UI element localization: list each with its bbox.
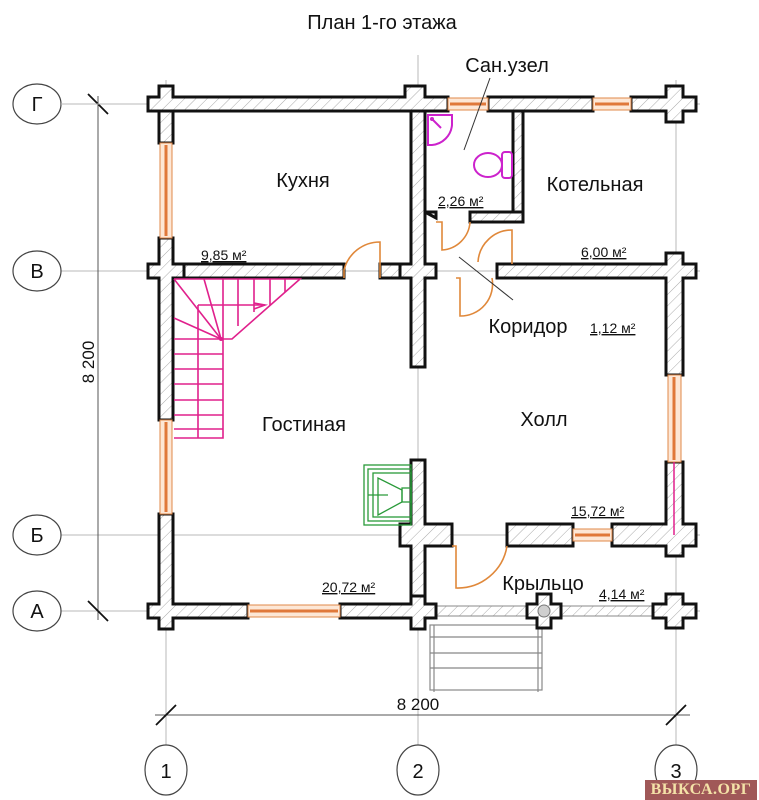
axis-bubble-1: 1 xyxy=(144,744,188,796)
room-area: 2,26 м² xyxy=(438,193,484,209)
room-corridor: Коридор 1,12 м² xyxy=(489,316,636,338)
room-name: Котельная xyxy=(547,174,644,196)
room-bathroom: Сан.узел 2,26 м² xyxy=(438,55,549,209)
windows xyxy=(159,97,682,618)
dimension-vertical: 8 200 xyxy=(79,93,109,622)
room-area: 4,14 м² xyxy=(599,586,645,602)
axis-bubble-2: 2 xyxy=(396,744,440,796)
room-hall: Холл 15,72 м² xyxy=(520,409,624,519)
axis-bubble-g: Г xyxy=(12,83,62,125)
dimension-tick xyxy=(87,600,109,622)
axis-bubble-a: А xyxy=(12,590,62,632)
room-area: 6,00 м² xyxy=(581,244,627,260)
porch-post xyxy=(537,604,551,618)
svg-text:3: 3 xyxy=(670,761,681,783)
svg-text:Б: Б xyxy=(30,525,43,547)
room-boiler: Котельная 6,00 м² xyxy=(547,174,644,260)
room-name: Холл xyxy=(520,409,567,431)
room-name: Гостиная xyxy=(262,414,346,436)
sink-icon xyxy=(427,114,453,146)
svg-text:В: В xyxy=(30,261,43,283)
room-porch: Крыльцо 4,14 м² xyxy=(502,573,645,602)
dimension-vertical-label: 8 200 xyxy=(79,341,98,384)
dimension-tick xyxy=(665,704,687,726)
room-name: Коридор xyxy=(489,316,568,338)
room-name: Крыльцо xyxy=(502,573,584,595)
room-living: Гостиная 20,72 м² xyxy=(262,414,376,595)
axis-bubble-b: Б xyxy=(12,514,62,556)
door-corridor xyxy=(456,277,494,317)
door-kitchen xyxy=(343,241,381,278)
walls xyxy=(146,84,698,631)
door-bathroom xyxy=(436,221,471,251)
room-area: 1,12 м² xyxy=(590,320,636,336)
dimension-horizontal: 8 200 xyxy=(155,695,690,726)
leader-bathroom xyxy=(463,77,491,151)
door-boiler-room xyxy=(477,229,513,264)
svg-text:2: 2 xyxy=(412,761,423,783)
dimension-horizontal-label: 8 200 xyxy=(397,695,440,714)
porch-steps xyxy=(429,624,543,692)
doors xyxy=(343,221,513,589)
room-area: 9,85 м² xyxy=(201,247,247,263)
grid-lines xyxy=(60,55,700,750)
door-entrance xyxy=(452,545,508,589)
staircase xyxy=(173,278,303,439)
room-area: 15,72 м² xyxy=(571,503,625,519)
toilet-icon xyxy=(473,151,513,179)
watermark-logo: ВЫКСА.ОРГ xyxy=(645,780,757,800)
svg-text:Г: Г xyxy=(32,94,43,116)
room-name: Кухня xyxy=(276,170,330,192)
svg-text:1: 1 xyxy=(160,761,171,783)
dimension-tick xyxy=(155,704,177,726)
svg-text:А: А xyxy=(30,601,44,623)
room-kitchen: Кухня 9,85 м² xyxy=(201,170,330,263)
leader-corridor xyxy=(458,256,514,301)
room-name: Сан.узел xyxy=(465,55,548,77)
plan-title: План 1-го этажа xyxy=(307,12,457,34)
stove-icon xyxy=(363,464,412,526)
axis-bubble-v: В xyxy=(12,250,62,292)
room-area: 20,72 м² xyxy=(322,579,376,595)
